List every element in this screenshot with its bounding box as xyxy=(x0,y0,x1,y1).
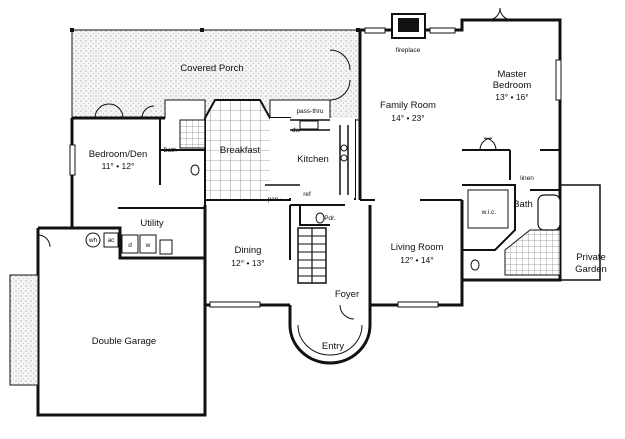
powder-label: Pdr. xyxy=(324,215,336,222)
small-bath-tile xyxy=(179,119,206,149)
fireplace-symbol xyxy=(391,13,426,39)
entry-bay-inner xyxy=(297,324,363,356)
fireplace-label: fireplace xyxy=(396,47,421,54)
wic-label: w.i.c. xyxy=(481,209,497,216)
master-tub xyxy=(537,194,561,231)
toilet-icon xyxy=(315,212,325,224)
ref-label: ref xyxy=(303,191,311,198)
dining-label: Dining xyxy=(235,245,262,256)
porch-columns xyxy=(70,28,360,32)
bath-label: Bath xyxy=(163,147,177,154)
foyer-label: Foyer xyxy=(335,289,359,300)
kitchen-counters xyxy=(265,119,349,195)
family-room-dims: 14° • 23° xyxy=(391,113,424,123)
master-bath-tile xyxy=(504,229,561,276)
utility-label: Utility xyxy=(140,218,163,229)
entry-label: Entry xyxy=(322,341,344,352)
dryer-label: d xyxy=(128,242,132,249)
utility-appliances xyxy=(85,232,173,255)
cooktop xyxy=(340,144,348,162)
bedroom-den-label: Bedroom/Den xyxy=(89,149,148,160)
ac-label: ac xyxy=(108,237,116,244)
master-bedroom-label-2: Bedroom xyxy=(493,80,532,91)
stairs xyxy=(297,227,327,284)
living-room-dims: 12° • 14° xyxy=(400,255,433,265)
windows xyxy=(69,27,562,308)
family-room-label: Family Room xyxy=(380,100,436,111)
double-garage-label: Double Garage xyxy=(92,336,156,347)
toilet-icon xyxy=(190,164,200,176)
garage-side-hatch xyxy=(9,274,39,386)
dw-label: dw xyxy=(292,127,301,134)
wic-shelf xyxy=(467,189,509,229)
toilet-icon xyxy=(470,259,480,271)
bedroom-den-dims: 11° • 12° xyxy=(102,161,135,171)
master-bedroom-label-1: Master xyxy=(497,69,526,80)
linen-label: linen xyxy=(520,175,534,182)
living-room-label: Living Room xyxy=(391,242,444,253)
pass-thru-label: pass-thru xyxy=(296,108,323,115)
door-swings xyxy=(37,7,513,320)
kitchen-sink xyxy=(299,120,319,130)
dining-dims: 12° • 13° xyxy=(231,258,264,268)
water-heater-label: wh xyxy=(88,237,98,244)
covered-porch-label: Covered Porch xyxy=(180,63,243,74)
entry-bay xyxy=(288,324,372,365)
private-garden-label-1: Private xyxy=(576,252,606,263)
master-bath-label: Bath xyxy=(513,199,533,210)
private-garden-wall xyxy=(560,184,601,281)
private-garden-label-2: Garden xyxy=(575,264,607,275)
master-bedroom-dims: 13° • 16° xyxy=(495,92,528,102)
kitchen-label: Kitchen xyxy=(297,154,329,165)
pantry-label: pan xyxy=(268,196,279,203)
breakfast-label: Breakfast xyxy=(220,145,260,156)
washer-label: w xyxy=(145,242,151,249)
